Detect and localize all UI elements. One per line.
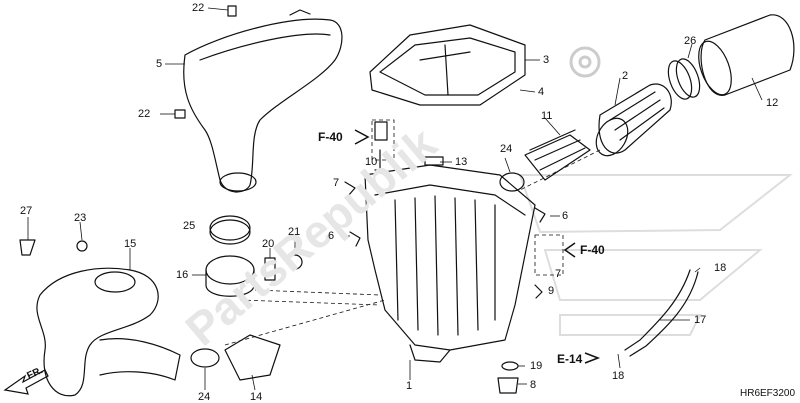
callout-22-mid: 22 — [138, 108, 151, 120]
callout-11: 11 — [541, 110, 553, 122]
callout-7-upper: 7 — [333, 177, 340, 189]
callout-24-upper: 24 — [500, 143, 513, 155]
callout-19: 19 — [530, 360, 543, 372]
bolt-22 — [227, 5, 237, 17]
callout-1: 1 — [406, 380, 413, 392]
connecting-hose — [205, 255, 255, 297]
drawing-code: HR6EF3200 — [740, 388, 796, 399]
air-cleaner-case — [364, 164, 536, 363]
air-cleaner-cover — [369, 24, 526, 106]
lower-intake-duct — [36, 267, 181, 397]
callout-14: 14 — [250, 391, 263, 403]
ref-f40-upper: F-40 — [318, 130, 343, 144]
clamp-lower — [190, 348, 220, 368]
callout-7-lower: 7 — [555, 268, 562, 280]
grommet-6-left — [349, 231, 361, 247]
clip-19 — [501, 361, 519, 371]
callout-23: 23 — [74, 212, 87, 224]
tube-14 — [224, 334, 281, 381]
callout-25: 25 — [183, 220, 196, 232]
callout-26: 26 — [684, 35, 697, 47]
callout-27: 27 — [20, 205, 33, 217]
callout-12: 12 — [766, 97, 779, 109]
bracket — [374, 121, 388, 171]
callout-18-lower: 18 — [612, 370, 625, 382]
band-25-edge — [209, 219, 251, 245]
band-25 — [209, 215, 251, 241]
ref-arrow-icon-lower — [563, 242, 576, 258]
callout-16: 16 — [176, 269, 189, 281]
callout-4: 4 — [538, 86, 545, 98]
callout-6-right: 6 — [562, 210, 569, 222]
callout-13: 13 — [455, 156, 468, 168]
pad — [424, 156, 444, 166]
callout-3: 3 — [543, 54, 550, 66]
filter-band — [667, 58, 701, 100]
air-filter-element — [595, 83, 672, 157]
leader-lines — [27, 7, 763, 391]
ref-e14: E-14 — [557, 352, 583, 366]
bolt-23 — [76, 240, 88, 252]
bolt-22b — [174, 109, 186, 119]
callout-5: 5 — [156, 58, 163, 70]
clamp-upper — [499, 172, 525, 192]
callout-10: 10 — [365, 156, 378, 168]
ref-f40-lower: F-40 — [580, 243, 605, 257]
cap-8 — [497, 377, 519, 394]
honda-wing-watermark — [518, 174, 793, 336]
callout-15: 15 — [124, 238, 137, 250]
callout-20: 20 — [262, 238, 275, 250]
grommet-6-right — [534, 207, 546, 223]
callout-24-lower: 24 — [198, 391, 211, 403]
callout-8: 8 — [530, 379, 537, 391]
gear-icon — [569, 46, 601, 78]
clip-27 — [19, 239, 36, 256]
clip-9 — [534, 284, 543, 299]
drain-hose — [624, 269, 699, 357]
callout-22-top: 22 — [192, 2, 205, 14]
callout-18-upper: 18 — [714, 262, 727, 274]
callout-6-left: 6 — [328, 230, 335, 242]
outer-filter-sleeve — [698, 14, 795, 96]
callout-21: 21 — [288, 226, 301, 238]
air-intake-duct — [183, 9, 343, 193]
callout-17: 17 — [694, 314, 707, 326]
callout-2: 2 — [622, 70, 629, 82]
connecting-tube — [524, 129, 591, 181]
front-arrow-icon — [3, 369, 49, 395]
assembly-lines — [224, 119, 601, 346]
ref-arrow-icon-e14 — [584, 352, 601, 364]
ref-arrow-icon-upper — [354, 129, 370, 145]
clip-7 — [344, 181, 356, 197]
callout-9: 9 — [548, 285, 555, 297]
